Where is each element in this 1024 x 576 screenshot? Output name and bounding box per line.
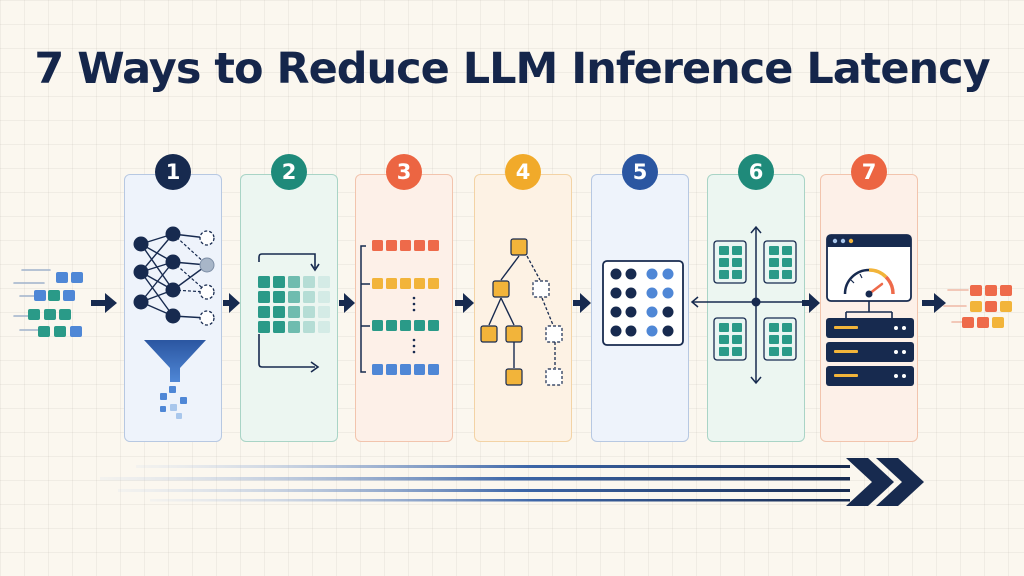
server-speedometer-icon bbox=[826, 234, 914, 386]
pruning-funnel-icon bbox=[133, 226, 215, 419]
flow-arrow-icon bbox=[922, 293, 946, 313]
flow-arrow-icon bbox=[573, 293, 591, 313]
flow-arrow-icon bbox=[339, 293, 355, 313]
step-3-badge: 3 bbox=[386, 154, 422, 190]
input-tokens-icon bbox=[13, 269, 83, 337]
parallelism-grid-icon bbox=[690, 225, 818, 385]
step-7-badge: 7 bbox=[851, 154, 887, 190]
step-3-panel bbox=[355, 174, 453, 442]
step-6-badge: 6 bbox=[738, 154, 774, 190]
flow-arrow-icon bbox=[223, 293, 240, 313]
flow-arrow-icon bbox=[455, 293, 474, 313]
batching-rows-icon bbox=[360, 240, 439, 375]
page-title: 7 Ways to Reduce LLM Inference Latency bbox=[34, 44, 990, 94]
step-4-panel bbox=[474, 174, 572, 442]
speculative-tree-icon bbox=[480, 238, 563, 386]
quantization-matrix-icon bbox=[602, 260, 684, 346]
flow-arrow-icon bbox=[802, 293, 820, 313]
flow-arrow-icon bbox=[91, 293, 117, 313]
step-5-badge: 5 bbox=[622, 154, 658, 190]
speed-arrow-icon bbox=[100, 458, 924, 506]
output-tokens-icon bbox=[943, 285, 1012, 328]
kv-cache-grid-icon bbox=[258, 253, 330, 373]
step-4-badge: 4 bbox=[505, 154, 541, 190]
step-1-badge: 1 bbox=[155, 154, 191, 190]
step-2-badge: 2 bbox=[271, 154, 307, 190]
